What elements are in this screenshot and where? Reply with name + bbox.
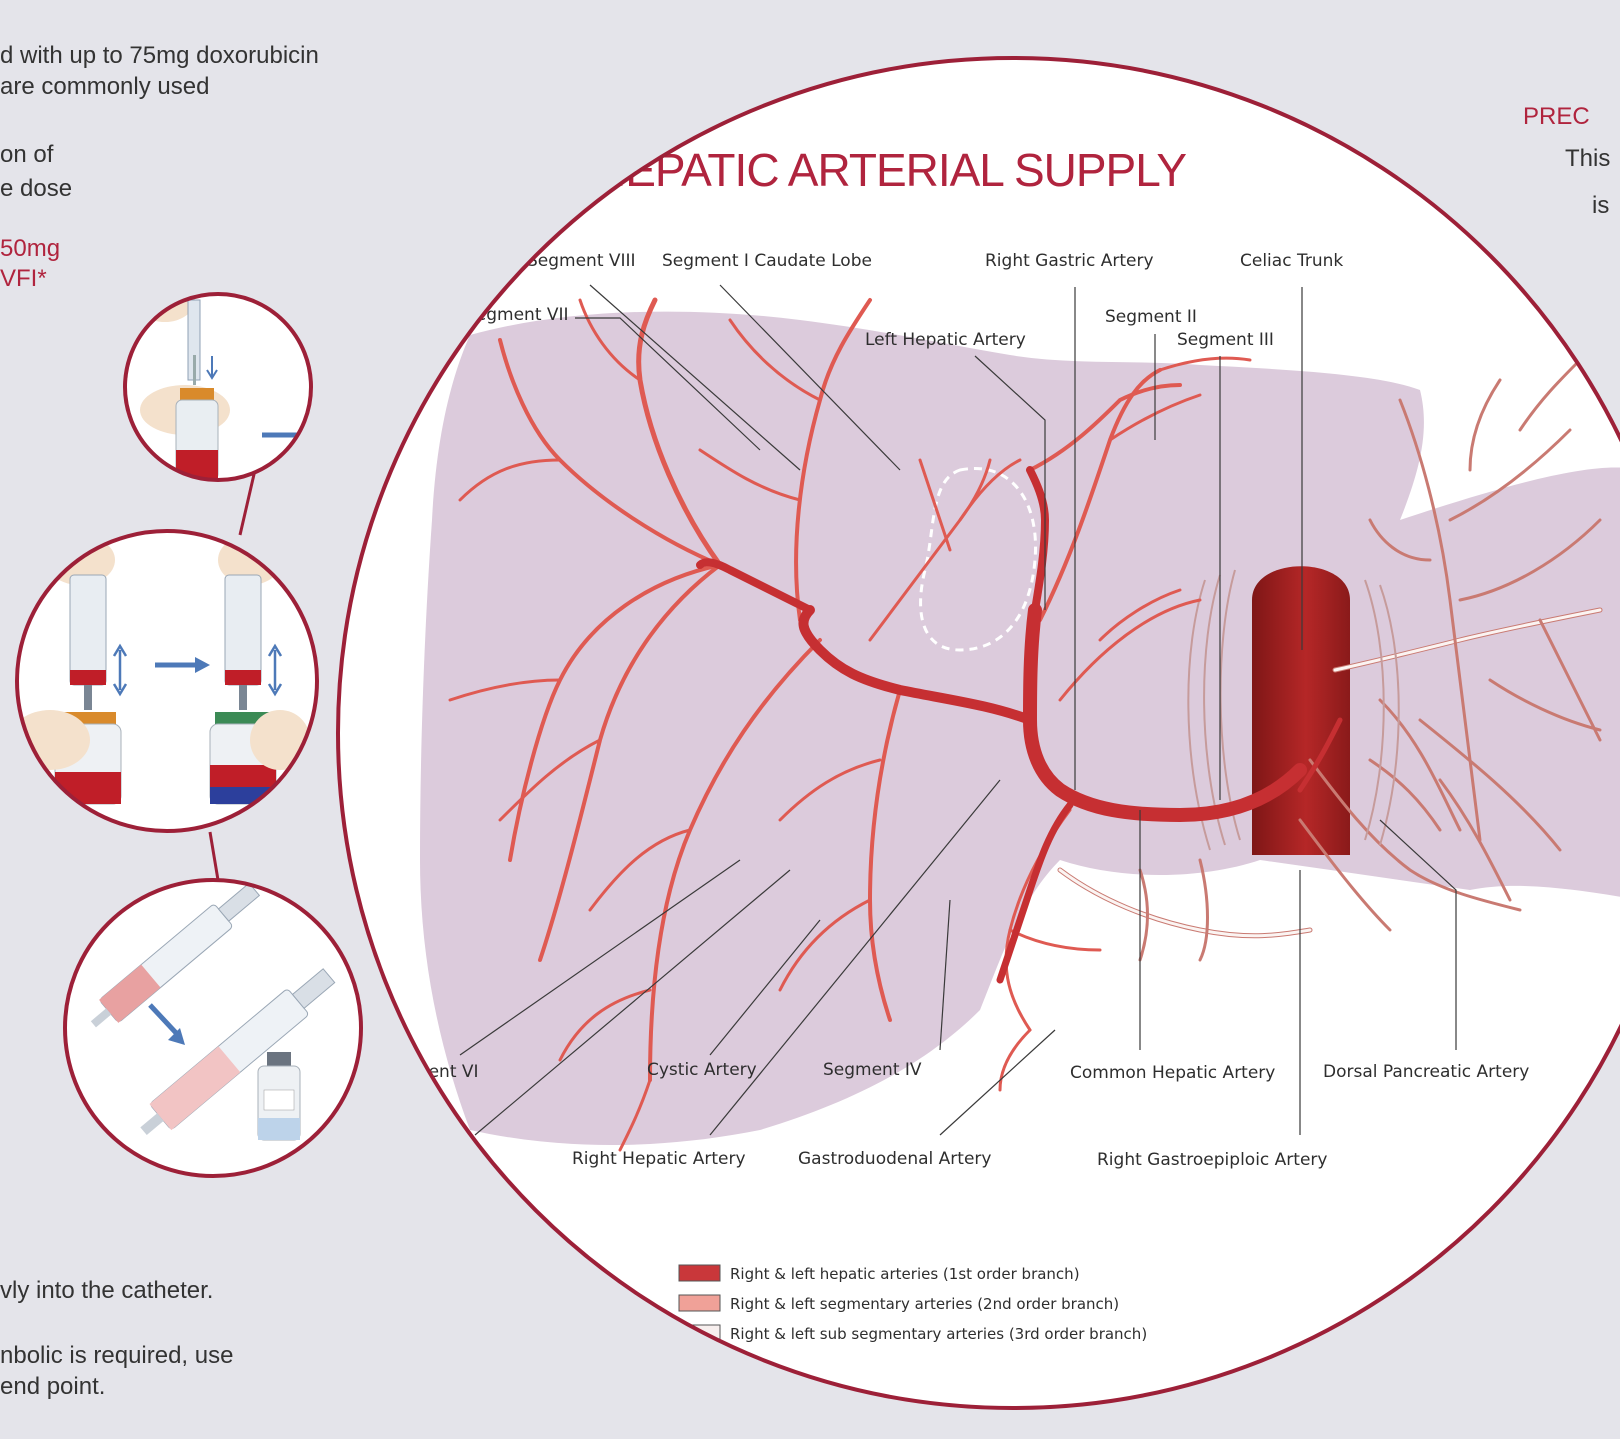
- legend-swatch-1st: [679, 1265, 720, 1281]
- vial-icon: [332, 405, 366, 481]
- label-segment-ii: Segment II: [1105, 307, 1197, 327]
- label-dorsal-pancreatic-artery: Dorsal Pancreatic Artery: [1323, 1062, 1529, 1082]
- label-segment-iii: Segment III: [1177, 330, 1274, 350]
- big-circle: HEPATIC ARTERIAL SUPPLY: [338, 58, 1620, 1408]
- label-right-gastroepiploic-artery: Right Gastroepiploic Artery: [1097, 1150, 1327, 1170]
- vial-cap-icon: [180, 388, 214, 400]
- legend: Right & left hepatic arteries (1st order…: [679, 1265, 1147, 1343]
- label-cystic-artery: Cystic Artery: [647, 1060, 757, 1080]
- label-celiac-trunk: Celiac Trunk: [1240, 251, 1343, 271]
- step-circle-2: [10, 531, 317, 831]
- label-segment-i: Segment I Caudate Lobe: [662, 251, 872, 271]
- label-segment-viii: Segment VIII: [527, 251, 636, 271]
- step-circle-3: [65, 878, 361, 1176]
- legend-label-1st: Right & left hepatic arteries (1st order…: [730, 1265, 1080, 1283]
- label-right-hepatic-artery: Right Hepatic Artery: [572, 1149, 746, 1169]
- legend-label-3rd: Right & left sub segmentary arteries (3r…: [730, 1325, 1147, 1343]
- label-right-gastric-artery: Right Gastric Artery: [985, 251, 1154, 271]
- label-left-hepatic-artery: Left Hepatic Artery: [865, 330, 1026, 350]
- aorta-shape: [1252, 566, 1350, 855]
- arrow-right-icon: [305, 427, 320, 443]
- label-gastroduodenal-artery: Gastroduodenal Artery: [798, 1149, 991, 1169]
- label-segment-iv: Segment IV: [823, 1060, 922, 1080]
- syringe-icon: [70, 575, 106, 685]
- step-circle-1: [125, 278, 366, 481]
- label-segment-v: Segment V: [380, 1149, 474, 1169]
- label-common-hepatic-artery: Common Hepatic Artery: [1070, 1063, 1275, 1083]
- legend-label-2nd: Right & left segmentary arteries (2nd or…: [730, 1295, 1119, 1313]
- syringe-icon: [225, 575, 261, 685]
- diagram-title: HEPATIC ARTERIAL SUPPLY: [593, 144, 1186, 196]
- legend-swatch-2nd: [679, 1295, 720, 1311]
